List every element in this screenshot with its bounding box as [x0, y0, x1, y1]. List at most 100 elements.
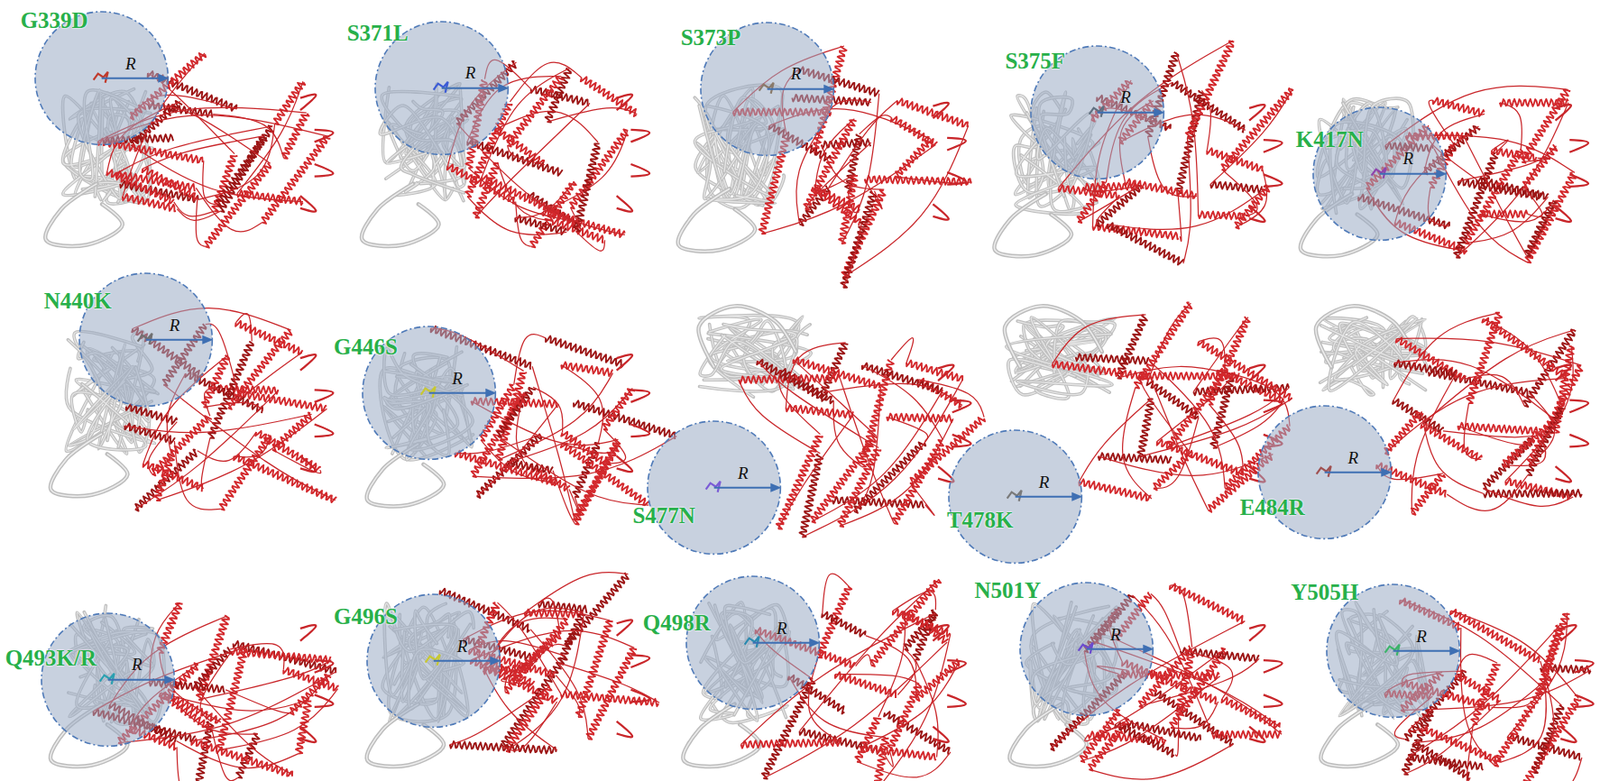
radius-arrow — [441, 86, 501, 89]
ribbon-loop — [361, 183, 440, 247]
mutation-label: S375F — [1004, 48, 1066, 74]
helix — [1221, 697, 1279, 728]
loop — [878, 611, 906, 718]
helix — [1476, 176, 1549, 199]
loop — [191, 675, 329, 742]
ribbon-loop — [45, 183, 123, 247]
helix — [467, 138, 562, 175]
radius-circle — [1313, 107, 1446, 240]
loop — [616, 354, 633, 370]
helix — [1180, 647, 1260, 663]
loop — [532, 366, 575, 519]
loop — [892, 591, 936, 611]
loop — [1385, 377, 1568, 453]
loop — [163, 384, 335, 500]
loop — [1107, 185, 1269, 230]
loop — [835, 674, 920, 685]
loop — [467, 196, 567, 236]
loop — [1461, 627, 1495, 766]
helix — [545, 336, 624, 368]
helix — [1420, 422, 1481, 460]
loop — [616, 94, 633, 111]
ribbon-loop — [993, 193, 1072, 257]
loop — [1528, 393, 1555, 465]
helix — [235, 321, 303, 355]
loop — [168, 695, 258, 735]
loop — [630, 389, 650, 403]
loop — [761, 144, 936, 234]
loop — [1249, 206, 1265, 222]
loop — [1139, 658, 1260, 707]
helix — [1525, 200, 1556, 257]
loop — [501, 675, 534, 685]
mutation-circle: G446SR — [361, 325, 497, 460]
loop — [616, 619, 633, 635]
loop — [1263, 660, 1283, 673]
loop — [821, 145, 885, 191]
loop — [1052, 314, 1147, 364]
arrow-head — [165, 674, 176, 684]
loop — [952, 434, 972, 448]
radius-arrow — [753, 642, 812, 644]
loop — [552, 470, 576, 525]
loop — [1098, 454, 1274, 477]
helix — [906, 359, 963, 381]
helix — [1458, 178, 1542, 201]
loop — [509, 62, 582, 102]
residue-stick — [1371, 166, 1387, 178]
loop — [616, 195, 633, 212]
residue-stick — [1088, 105, 1104, 117]
mutation-label: G496S — [333, 604, 398, 630]
loop — [174, 202, 215, 217]
radius-label: R — [457, 636, 469, 656]
loop — [211, 729, 239, 781]
panel-illustration — [1004, 302, 1293, 512]
loop — [891, 338, 914, 363]
loop — [497, 436, 649, 506]
radius-label: R — [790, 64, 802, 83]
loop — [1077, 185, 1140, 221]
radius-arrow — [1096, 110, 1156, 113]
loop — [778, 369, 820, 434]
loop — [785, 342, 846, 408]
radius-circle — [647, 421, 781, 554]
ribbon-highlight — [698, 305, 796, 368]
helix — [756, 359, 828, 402]
ribbon-loop — [1315, 305, 1414, 368]
loop — [800, 579, 940, 732]
loop — [1463, 136, 1527, 257]
loop — [1569, 400, 1589, 414]
radius-label: R — [131, 654, 143, 674]
mutation-circle: Q493K/RR — [40, 612, 175, 747]
mutation-circle: T478KR — [947, 429, 1083, 564]
helix — [840, 191, 876, 288]
ribbon-loop — [678, 188, 756, 251]
circle-shape — [40, 612, 175, 747]
loop — [1089, 744, 1234, 780]
loop — [801, 378, 963, 537]
loop — [1177, 193, 1182, 242]
radius-arrow — [1392, 650, 1452, 653]
loop — [314, 694, 334, 708]
arrow-head — [158, 73, 170, 83]
loop — [1078, 398, 1151, 482]
loop — [793, 359, 877, 437]
residue-stick — [137, 333, 153, 345]
ribbon-highlight — [1004, 305, 1103, 368]
loop — [272, 450, 322, 474]
loop — [843, 125, 969, 277]
loop — [300, 625, 316, 641]
helix — [895, 139, 932, 178]
helix — [873, 738, 889, 781]
panel-illustration — [1300, 85, 1589, 263]
helix — [1542, 625, 1563, 676]
radius-label: R — [1110, 625, 1122, 644]
mutation-label: Y505H — [1290, 579, 1359, 606]
panel-illustration — [993, 40, 1294, 265]
mutation-label: Q493K/R — [5, 645, 97, 672]
loop — [156, 408, 327, 501]
circle-shape — [947, 429, 1083, 564]
helix — [283, 667, 339, 690]
mutation-label: S373P — [680, 25, 742, 51]
helix — [238, 390, 327, 412]
